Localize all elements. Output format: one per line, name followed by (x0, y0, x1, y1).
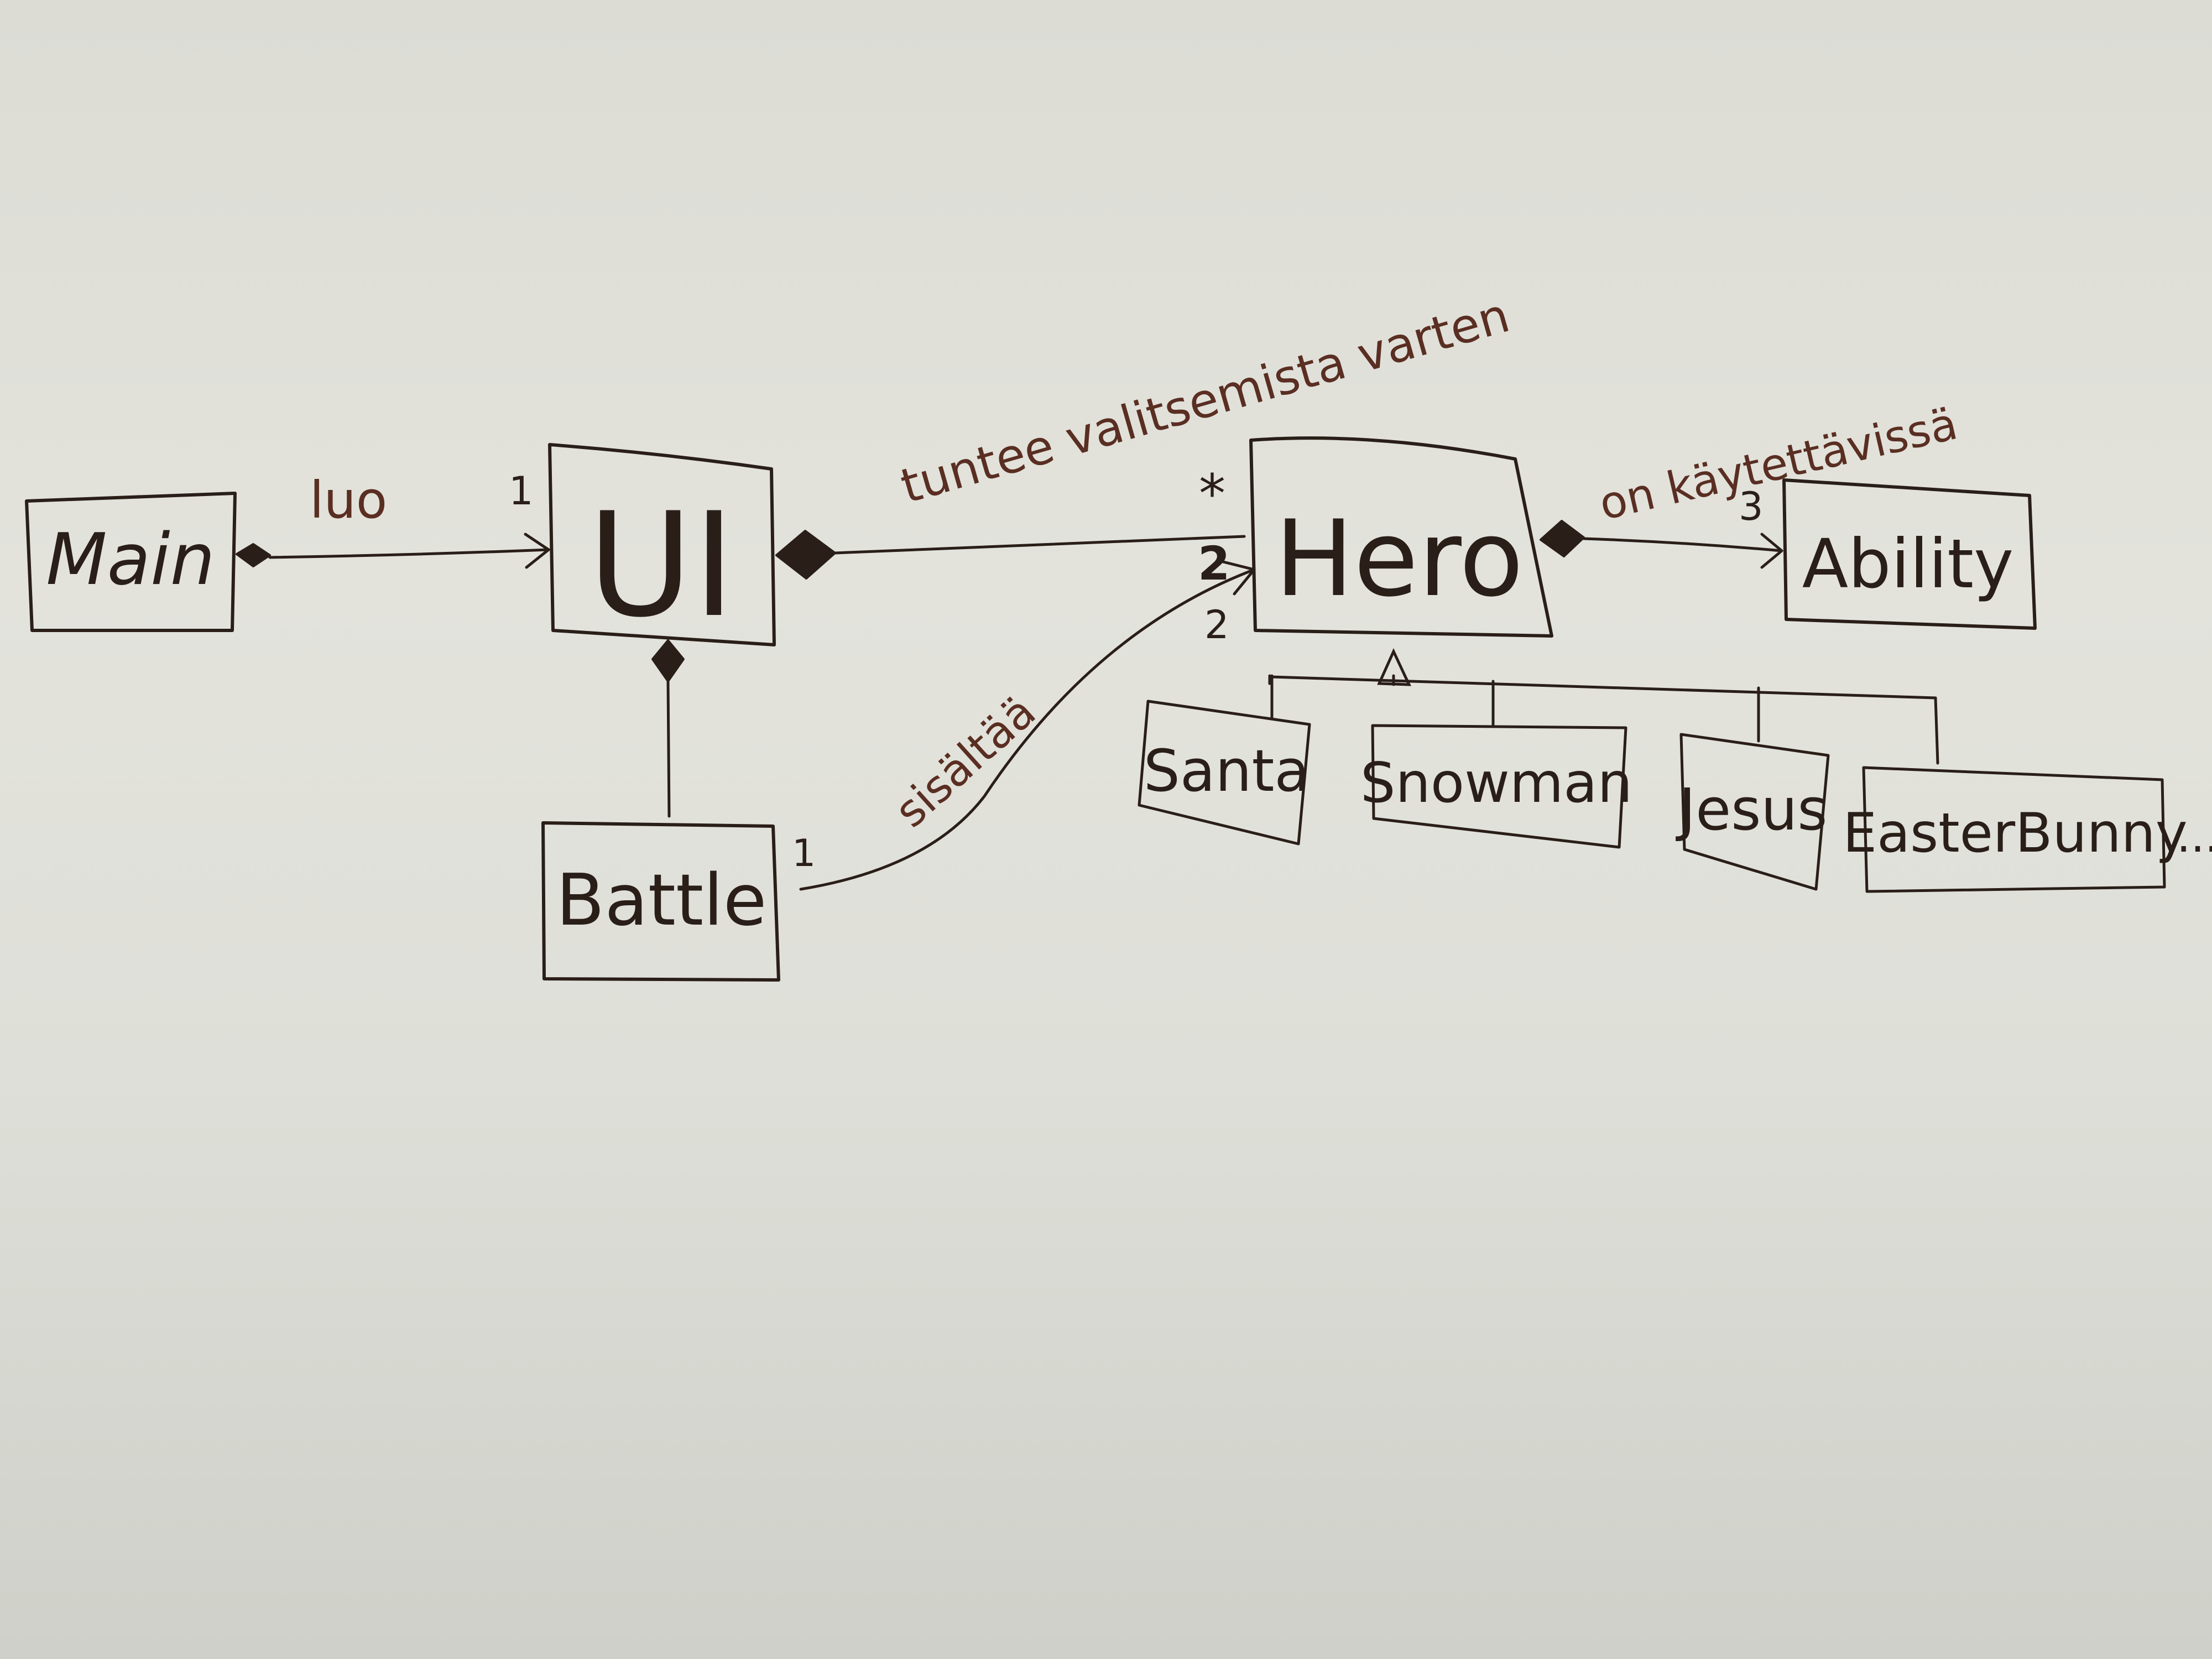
mult-hero-from-ui: * (1199, 463, 1225, 525)
class-ability-label: Ability (1802, 525, 2014, 603)
mult-hero-from-battle-a: 2 (1198, 536, 1230, 591)
class-santa: Santa (1138, 700, 1311, 846)
more-subclasses-ellipsis: ... (2177, 811, 2212, 862)
label-on-kaytettavissa: on käytettävissä (1594, 398, 1962, 530)
association-main-ui: luo 1 (236, 468, 550, 569)
class-hero: Hero (1249, 436, 1553, 638)
arrowhead-ability (1760, 533, 1783, 569)
class-snowman-label: Snowman (1360, 750, 1632, 815)
class-main-label: Main (46, 519, 215, 601)
class-easter-bunny-label: EasterBunny (1843, 802, 2188, 865)
class-battle: Battle (541, 821, 780, 982)
label-luo: luo (310, 471, 387, 530)
composition-diamond-ui (775, 530, 836, 580)
association-ui-battle (651, 639, 685, 818)
association-battle-hero: sisältää 1 2 2 (792, 536, 1256, 891)
class-jesus: Jesus (1676, 733, 1830, 891)
class-snowman: Snowman (1360, 724, 1632, 849)
mult-ability-from-hero: 3 (1739, 484, 1764, 529)
class-hero-label: Hero (1275, 498, 1524, 620)
class-ui-label: UI (588, 482, 735, 649)
class-easter-bunny: EasterBunny (1843, 766, 2188, 893)
arrowhead-hero (1222, 560, 1256, 596)
class-jesus-label: Jesus (1676, 776, 1828, 843)
arrowhead-ui (524, 533, 550, 569)
class-battle-label: Battle (556, 859, 767, 942)
class-main: Main (25, 492, 237, 632)
mult-battle-end: 1 (792, 832, 816, 875)
mult-hero-from-battle-b: 2 (1204, 602, 1229, 648)
label-sisaltaa: sisältää (885, 686, 1045, 837)
class-ability: Ability (1782, 478, 2037, 630)
mult-ui-from-main: 1 (509, 468, 534, 514)
inheritance-hero-subclasses (1268, 648, 1939, 765)
class-santa-label: Santa (1144, 737, 1310, 805)
composition-diamond-main (236, 543, 271, 567)
class-ui: UI (548, 443, 776, 649)
composition-diamond-hero (1540, 520, 1585, 557)
